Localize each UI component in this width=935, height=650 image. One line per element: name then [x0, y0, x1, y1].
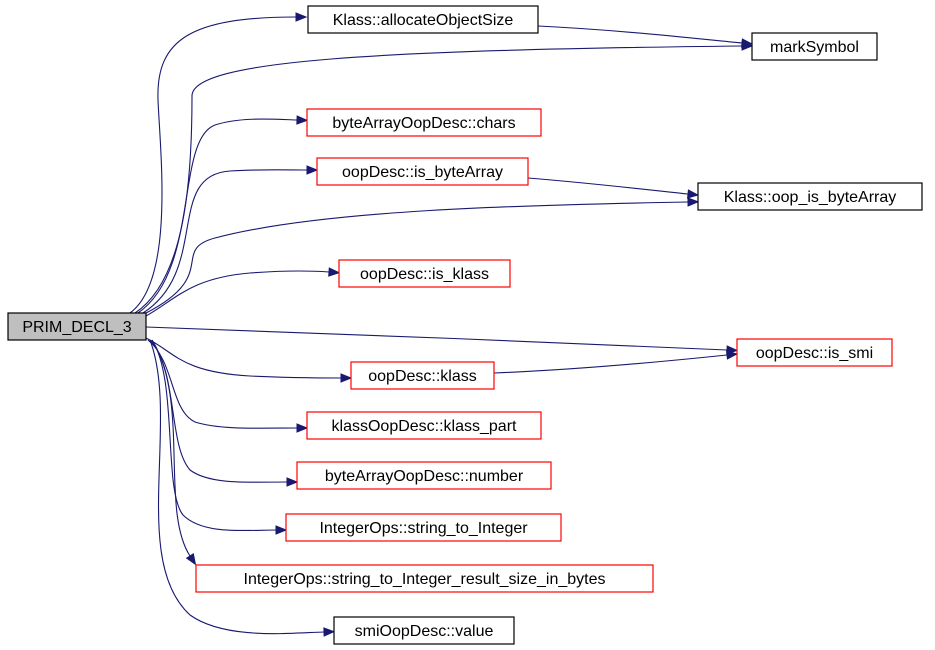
node-string-to-integer-size[interactable]: IntegerOps::string_to_Integer_result_siz…: [195, 564, 654, 593]
edge-prim-decl-3-to-klass-part: [147, 339, 309, 433]
edge-line: [129, 16, 297, 314]
edge-prim-decl-3-to-smi-value: [149, 339, 336, 637]
node-label: Klass::oop_is_byteArray: [724, 189, 897, 206]
node-box[interactable]: [306, 411, 542, 440]
node-box[interactable]: [307, 5, 539, 34]
node-box[interactable]: [338, 259, 511, 288]
edge-prim-decl-3-to-oop-klass: [145, 337, 353, 383]
edge-line: [493, 354, 728, 374]
node-label: Klass::allocateObjectSize: [333, 12, 514, 29]
edge-arrowhead: [687, 197, 700, 207]
edge-line: [145, 270, 330, 317]
node-smi-value[interactable]: smiOopDesc::value: [333, 616, 515, 645]
node-mark-symbol[interactable]: markSymbol: [751, 32, 878, 61]
node-prim-decl-3: PRIM_DECL_3: [7, 312, 147, 341]
node-klass-allocate-object-size[interactable]: Klass::allocateObjectSize: [307, 5, 539, 34]
edge-arrowhead: [741, 38, 754, 48]
node-box[interactable]: [296, 461, 552, 490]
node-oop-is-smi[interactable]: oopDesc::is_smi: [736, 338, 893, 367]
node-label: markSymbol: [770, 39, 859, 56]
edge-line: [151, 339, 191, 557]
node-byte-array-chars[interactable]: byteArrayOopDesc::chars: [306, 108, 542, 137]
node-oop-is-klass[interactable]: oopDesc::is_klass: [338, 259, 511, 288]
edge-arrowhead: [295, 12, 308, 22]
edge-prim-decl-3-to-oop-is-klass: [145, 267, 341, 317]
edge-arrowhead: [185, 552, 197, 566]
edge-line: [145, 337, 342, 379]
node-klass-oop-is-byte-array[interactable]: Klass::oop_is_byteArray: [697, 182, 923, 211]
edge-arrowhead: [296, 115, 309, 125]
node-label: oopDesc::is_byteArray: [342, 164, 503, 181]
node-label: oopDesc::is_klass: [360, 266, 489, 283]
edge-prim-decl-3-to-string-to-integer-size: [151, 339, 197, 566]
edge-arrowhead: [323, 627, 336, 637]
node-box[interactable]: [195, 564, 654, 593]
node-box[interactable]: [697, 182, 923, 211]
edge-arrowhead: [687, 189, 700, 199]
node-box[interactable]: [285, 513, 562, 542]
node-box[interactable]: [736, 338, 893, 367]
node-box: [7, 312, 147, 341]
edge-line: [147, 339, 298, 429]
edge-prim-decl-3-to-byte-array-chars: [137, 115, 309, 314]
edge-line: [151, 339, 277, 532]
edge-arrowhead: [328, 267, 341, 277]
edge-line: [137, 118, 298, 314]
node-oop-is-byte-array[interactable]: oopDesc::is_byteArray: [316, 157, 529, 186]
edge-line: [149, 339, 288, 483]
edge-arrowhead: [726, 350, 739, 360]
node-label: byteArrayOopDesc::number: [325, 468, 524, 485]
node-string-to-integer[interactable]: IntegerOps::string_to_Integer: [285, 513, 562, 542]
edge-line: [145, 201, 689, 314]
node-label: PRIM_DECL_3: [22, 319, 131, 336]
node-label: IntegerOps::string_to_Integer_result_siz…: [244, 571, 606, 588]
edge-prim-decl-3-to-oop-is-byte-array: [142, 165, 319, 314]
edge-oop-klass-to-oop-is-smi: [493, 350, 739, 374]
node-label: oopDesc::is_smi: [756, 345, 873, 362]
edge-arrowhead: [275, 525, 288, 535]
edge-arrowhead: [296, 423, 309, 433]
node-box[interactable]: [350, 361, 495, 390]
node-label: klassOopDesc::klass_part: [332, 418, 518, 435]
edge-line: [149, 339, 325, 635]
call-graph-nodes: PRIM_DECL_3 Klass::allocateObjectSizemark…: [7, 5, 923, 645]
edge-oop-is-byte-array-to-klass-oop-is-byte-array: [527, 177, 700, 199]
edge-prim-decl-3-to-klass-allocate-object-size: [129, 12, 308, 314]
node-label: smiOopDesc::value: [355, 623, 494, 640]
call-graph-edges: [129, 12, 754, 637]
edge-arrowhead: [340, 373, 353, 383]
edge-line: [527, 177, 689, 195]
edge-line: [145, 326, 728, 351]
node-box[interactable]: [316, 157, 529, 186]
node-label: IntegerOps::string_to_Integer: [319, 520, 528, 537]
node-byte-array-number[interactable]: byteArrayOopDesc::number: [296, 461, 552, 490]
node-klass-part[interactable]: klassOopDesc::klass_part: [306, 411, 542, 440]
node-oop-klass[interactable]: oopDesc::klass: [350, 361, 495, 390]
edge-prim-decl-3-to-klass-oop-is-byte-array: [145, 197, 700, 314]
node-label: oopDesc::klass: [368, 368, 477, 385]
edge-arrowhead: [286, 477, 299, 487]
node-box[interactable]: [751, 32, 878, 61]
edge-line: [142, 169, 308, 314]
node-box[interactable]: [333, 616, 515, 645]
edge-klass-allocate-object-size-to-mark-symbol: [537, 25, 754, 48]
node-box[interactable]: [306, 108, 542, 137]
edge-prim-decl-3-to-oop-is-smi: [145, 326, 739, 355]
node-label: byteArrayOopDesc::chars: [332, 115, 515, 132]
edge-arrowhead: [306, 165, 319, 175]
edge-line: [537, 25, 743, 44]
edge-prim-decl-3-to-string-to-integer: [151, 339, 288, 535]
